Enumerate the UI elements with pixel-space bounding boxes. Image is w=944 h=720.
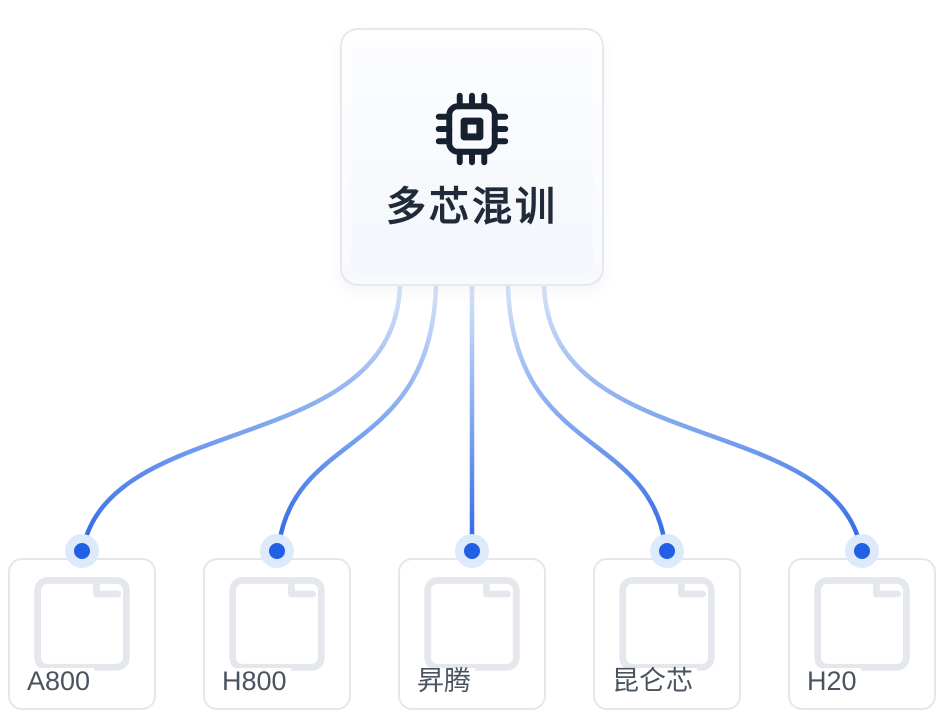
chip-node-label: H800 — [222, 668, 291, 695]
connector-endpoint-dot — [650, 534, 684, 568]
accelerator-card-icon — [619, 577, 715, 671]
accelerator-card-icon — [229, 577, 325, 671]
connector-endpoint-dot — [845, 534, 879, 568]
accelerator-card-icon — [424, 577, 520, 671]
chip-node-a800[interactable]: A800 — [8, 534, 156, 710]
accelerator-card-icon — [34, 577, 130, 671]
chip-node-label: H20 — [807, 668, 861, 695]
chip-node-h20[interactable]: H20 — [788, 534, 936, 710]
dot-core — [659, 543, 675, 559]
connector-path-a800 — [81, 284, 403, 547]
dot-core — [74, 543, 90, 559]
dot-core — [854, 543, 870, 559]
chip-node-label: A800 — [27, 668, 95, 695]
dot-core — [464, 543, 480, 559]
root-node-title: 多芯混训 — [386, 185, 558, 229]
chip-node-label: 昆仑芯 — [612, 668, 697, 695]
connector-endpoint-dot — [455, 534, 489, 568]
cpu-icon — [435, 92, 509, 166]
chip-node-shengteng[interactable]: 昇腾 — [398, 534, 546, 710]
connector-endpoint-dot — [65, 534, 99, 568]
connector-endpoint-dot — [260, 534, 294, 568]
root-node-card[interactable]: 多芯混训 — [340, 28, 604, 286]
dot-core — [269, 543, 285, 559]
chip-node-kunlun[interactable]: 昆仑芯 — [593, 534, 741, 710]
connector-path-kunlun — [505, 284, 668, 547]
chip-node-label: 昇腾 — [417, 668, 475, 695]
connector-path-h800 — [276, 284, 439, 547]
connector-path-h20 — [541, 284, 863, 547]
chip-node-h800[interactable]: H800 — [203, 534, 351, 710]
accelerator-card-icon — [814, 577, 910, 671]
